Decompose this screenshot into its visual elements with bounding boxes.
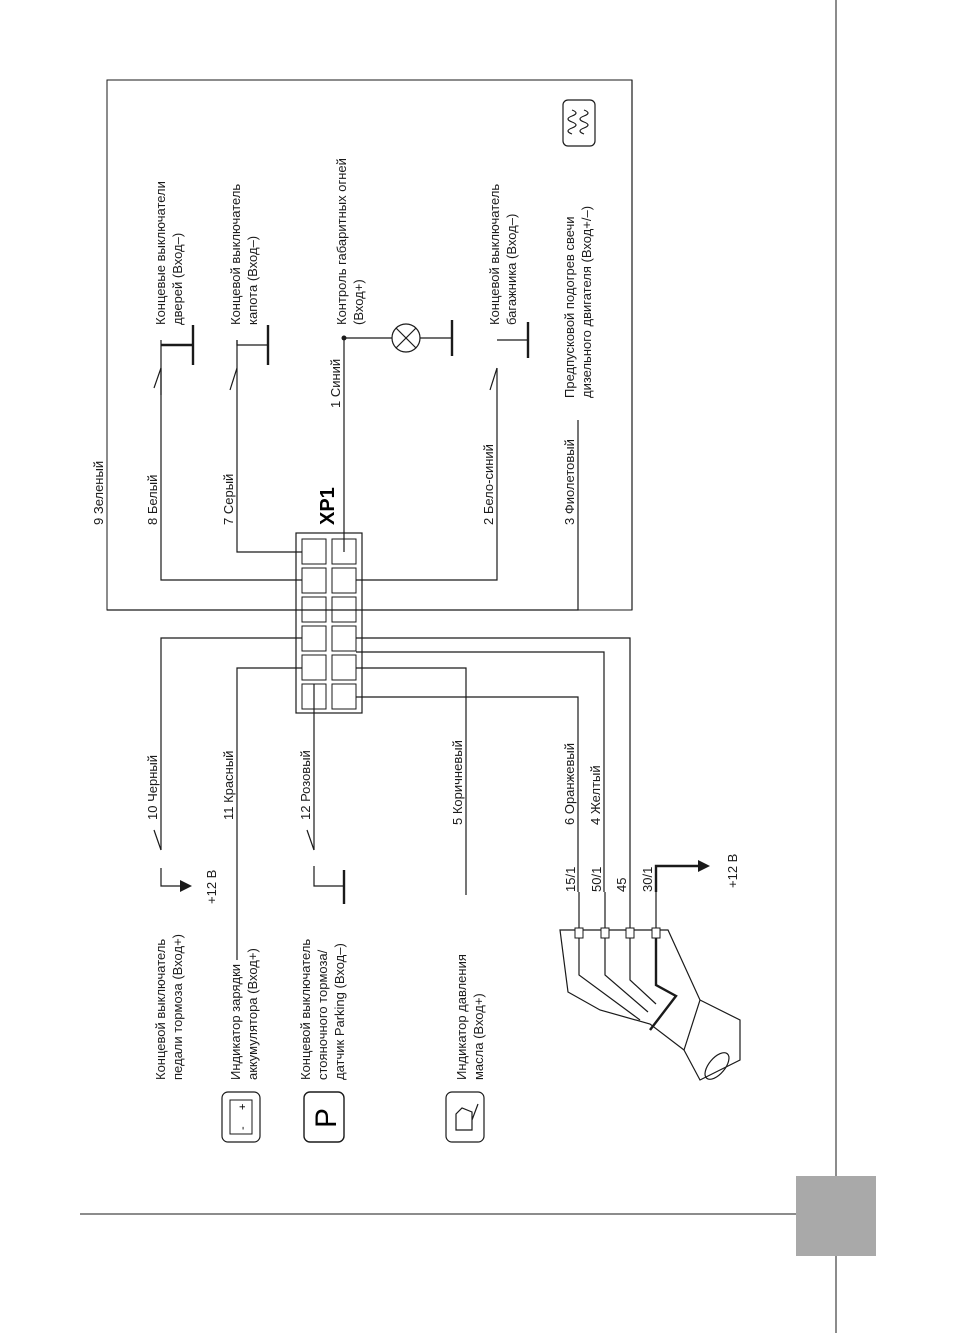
wire-label-4: 4 Желтый bbox=[588, 765, 603, 825]
oil-label-1: Индикатор давления bbox=[454, 954, 469, 1080]
wire-label-7: 7 Серый bbox=[221, 474, 236, 525]
connector-label: XP1 bbox=[317, 487, 339, 525]
parking-label-3: датчик Parking (Вход–) bbox=[332, 943, 347, 1080]
supply-brake-label: +12 В bbox=[204, 870, 219, 904]
oil-label-2: масла (Вход+) bbox=[471, 993, 486, 1080]
battery-minus: - bbox=[237, 1126, 249, 1130]
coil-icon bbox=[562, 99, 596, 147]
hood-label-2: капота (Вход–) bbox=[245, 236, 260, 325]
doors-label-1: Концевые выключатели bbox=[153, 181, 168, 325]
side-lights-label-2: (Вход+) bbox=[351, 279, 366, 325]
trunk-label-2: багажника (Вход–) bbox=[504, 214, 519, 325]
glow-label-2: дизельного двигателя (Вход+/–) bbox=[579, 206, 594, 398]
ignition-switch bbox=[559, 892, 741, 1081]
hood-label-1: Концевой выключатель bbox=[228, 184, 243, 325]
wire-label-12: 12 Розовый bbox=[298, 750, 313, 820]
switch-doors bbox=[153, 325, 195, 395]
trunk-label-1: Концевой выключатель bbox=[487, 184, 502, 325]
battery-label-1: Индикатор зарядки bbox=[228, 964, 243, 1080]
wires-top bbox=[107, 340, 579, 611]
parking-icon: P bbox=[303, 1091, 345, 1143]
parking-label-1: Концевой выключатель bbox=[298, 939, 313, 1080]
wire-label-10: 10 Черный bbox=[145, 755, 160, 820]
switch-brake-pedal: +12 В bbox=[153, 829, 219, 904]
brake-label-2: педали тормоза (Вход+) bbox=[170, 934, 185, 1080]
wire-label-6: 6 Оранжевый bbox=[562, 743, 577, 825]
battery-icon: - + bbox=[221, 1091, 261, 1143]
wire-label-8: 8 Белый bbox=[145, 475, 160, 525]
terminal-45: 45 bbox=[614, 878, 629, 892]
terminal-50-1: 50/1 bbox=[589, 867, 604, 892]
switch-hood bbox=[229, 325, 270, 391]
switch-parking bbox=[306, 829, 346, 904]
brake-label-1: Концевой выключатель bbox=[153, 939, 168, 1080]
connector-xp1: XP1 bbox=[295, 487, 363, 714]
device-labels-bottom: Концевой выключатель педали тормоза (Вхо… bbox=[153, 934, 486, 1080]
wire-label-11: 11 Красный bbox=[221, 751, 236, 820]
terminal-30-1: 30/1 bbox=[640, 867, 655, 892]
lamp-side-lights bbox=[341, 320, 454, 356]
wire-label-1: 1 Синий bbox=[328, 359, 343, 408]
wire-label-3: 3 Фиолетовый bbox=[562, 439, 577, 525]
battery-label-2: аккумулятора (Вход+) bbox=[245, 948, 260, 1080]
switch-trunk bbox=[489, 322, 530, 391]
wire-label-5: 5 Коричневый bbox=[450, 740, 465, 825]
battery-plus: + bbox=[237, 1104, 249, 1110]
supply-arrow-ignition: +12 В bbox=[654, 854, 740, 892]
page-tab-marker bbox=[796, 1176, 876, 1256]
terminal-15-1: 15/1 bbox=[563, 867, 578, 892]
supply-ignition-label: +12 В bbox=[725, 854, 740, 888]
device-labels-top: Концевые выключатели дверей (Вход–) Конц… bbox=[153, 158, 594, 398]
ignition-terminal-labels: 15/1 50/1 45 30/1 bbox=[563, 867, 655, 892]
wire-label-9: 9 Зеленый bbox=[91, 461, 106, 525]
parking-label-2: стояночного тормоза/ bbox=[315, 949, 330, 1080]
side-lights-label-1: Контроль габаритных огней bbox=[334, 158, 349, 325]
oil-can-icon bbox=[445, 1091, 485, 1143]
wire-label-2: 2 Бело-синий bbox=[481, 444, 496, 525]
wire-labels: 9 Зеленый 8 Белый 7 Серый 1 Синий 2 Бело… bbox=[91, 359, 603, 825]
doors-label-2: дверей (Вход–) bbox=[170, 233, 185, 325]
glow-label-1: Предпусковой подогрев свечи bbox=[562, 216, 577, 398]
parking-letter: P bbox=[310, 1108, 343, 1128]
